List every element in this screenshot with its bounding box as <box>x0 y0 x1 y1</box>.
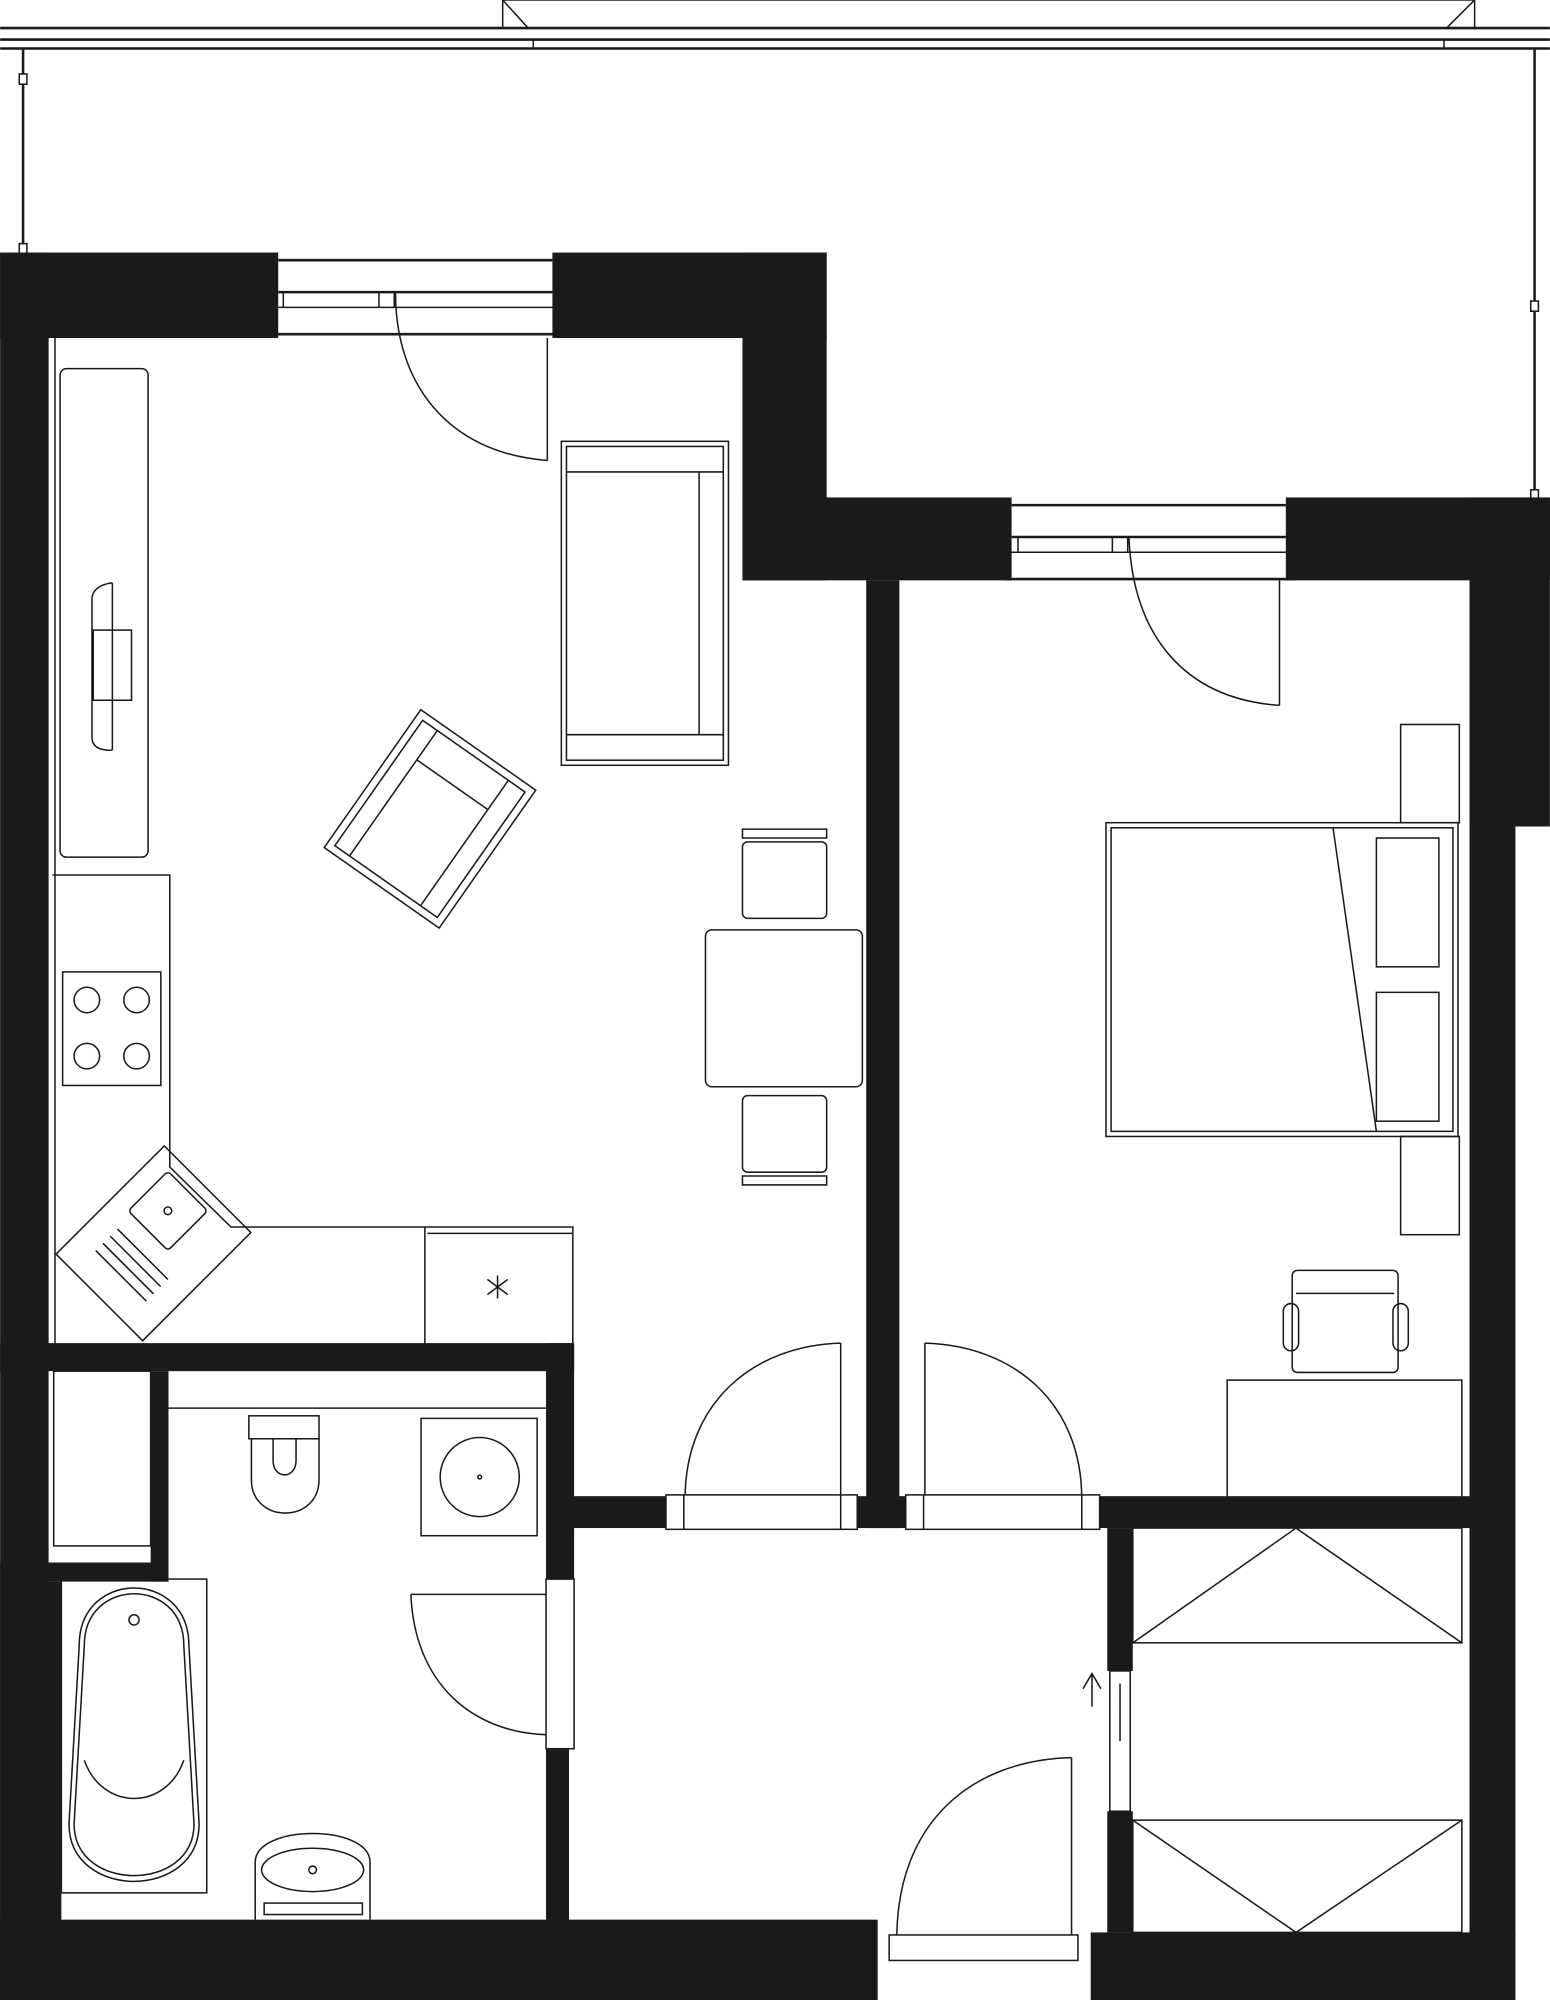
nightstand <box>1399 1135 1461 1236</box>
wardrobe <box>1132 1527 1463 1934</box>
window-bedroom <box>1003 503 1296 581</box>
bathtub <box>60 1578 208 1894</box>
window-living <box>268 258 563 336</box>
washbasin <box>254 1832 371 1920</box>
door-bedroom[interactable] <box>904 1342 1101 1531</box>
counter-upper <box>59 367 149 858</box>
door-living[interactable] <box>665 1342 859 1531</box>
dining-set <box>704 828 864 1186</box>
burner <box>123 986 151 1014</box>
door-balcony-living[interactable] <box>394 293 549 462</box>
door-entrance[interactable] <box>888 1756 1079 1962</box>
kitchen <box>52 338 574 1344</box>
balcony <box>0 0 1550 501</box>
burner <box>123 1042 151 1070</box>
door-balcony-bedroom[interactable] <box>1128 536 1281 707</box>
door-bathroom[interactable] <box>410 1578 575 1750</box>
nightstand <box>1399 723 1461 824</box>
toilet <box>248 1415 320 1514</box>
armchair <box>323 708 537 930</box>
sliding-door-closet[interactable] <box>1082 1670 1131 1812</box>
closet-shelf <box>52 1370 152 1547</box>
sofa <box>560 440 730 767</box>
burner <box>73 986 101 1014</box>
fridge-symbol <box>427 1232 573 1299</box>
pillow <box>1375 991 1440 1122</box>
bathroom <box>52 1370 547 1920</box>
sink <box>54 1144 252 1342</box>
washing-machine <box>420 1417 538 1537</box>
stove <box>61 971 162 1087</box>
desk-and-chair <box>1226 1269 1463 1499</box>
burner <box>73 1042 101 1070</box>
bed <box>1105 723 1461 1236</box>
pillow <box>1375 837 1440 968</box>
walls <box>0 252 1550 2000</box>
